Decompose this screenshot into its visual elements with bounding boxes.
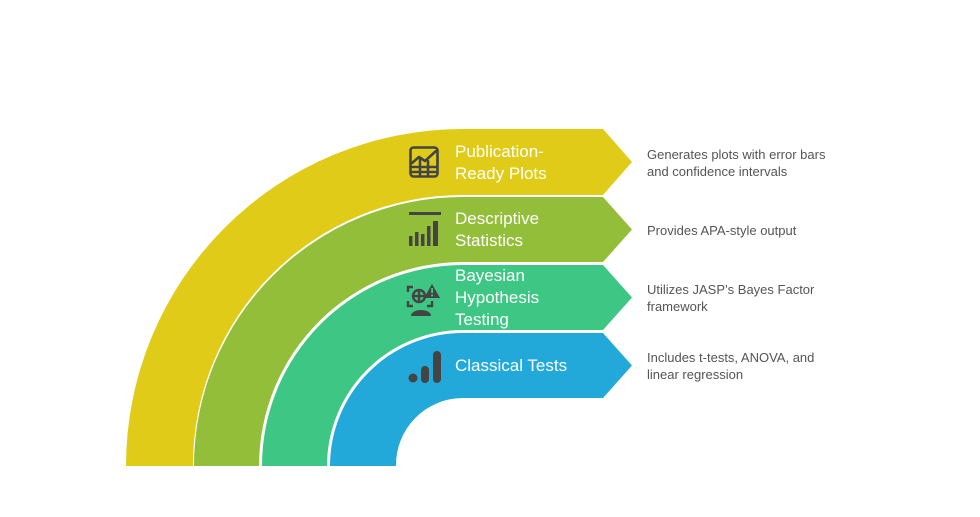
description-bayesian-hypothesis-testing: Utilizes JASP’s Bayes Factor framework bbox=[647, 282, 815, 314]
band-bayesian-hypothesis-testing bbox=[262, 265, 632, 466]
focus-warning-icon bbox=[406, 284, 440, 316]
signal-bars-icon bbox=[408, 351, 441, 383]
description-classical-tests: Includes t-tests, ANOVA, and linear regr… bbox=[647, 350, 815, 382]
label-bayesian-hypothesis-testing: Bayesian Hypothesis Testing bbox=[455, 266, 540, 329]
label-classical-tests: Classical Tests bbox=[455, 356, 568, 375]
band-classical-tests bbox=[330, 333, 632, 466]
label-descriptive-statistics: Descriptive Statistics bbox=[455, 209, 540, 250]
band-descriptive-statistics bbox=[194, 197, 632, 466]
band-publication-ready-plots bbox=[126, 129, 632, 466]
chart-grid-trend-icon bbox=[409, 146, 439, 178]
description-publication-ready-plots: Generates plots with error bars and conf… bbox=[647, 147, 826, 179]
label-publication-ready-plots: Publication- Ready Plots bbox=[455, 142, 547, 183]
bar-chart-icon bbox=[409, 212, 441, 246]
description-descriptive-statistics: Provides APA-style output bbox=[647, 223, 797, 238]
